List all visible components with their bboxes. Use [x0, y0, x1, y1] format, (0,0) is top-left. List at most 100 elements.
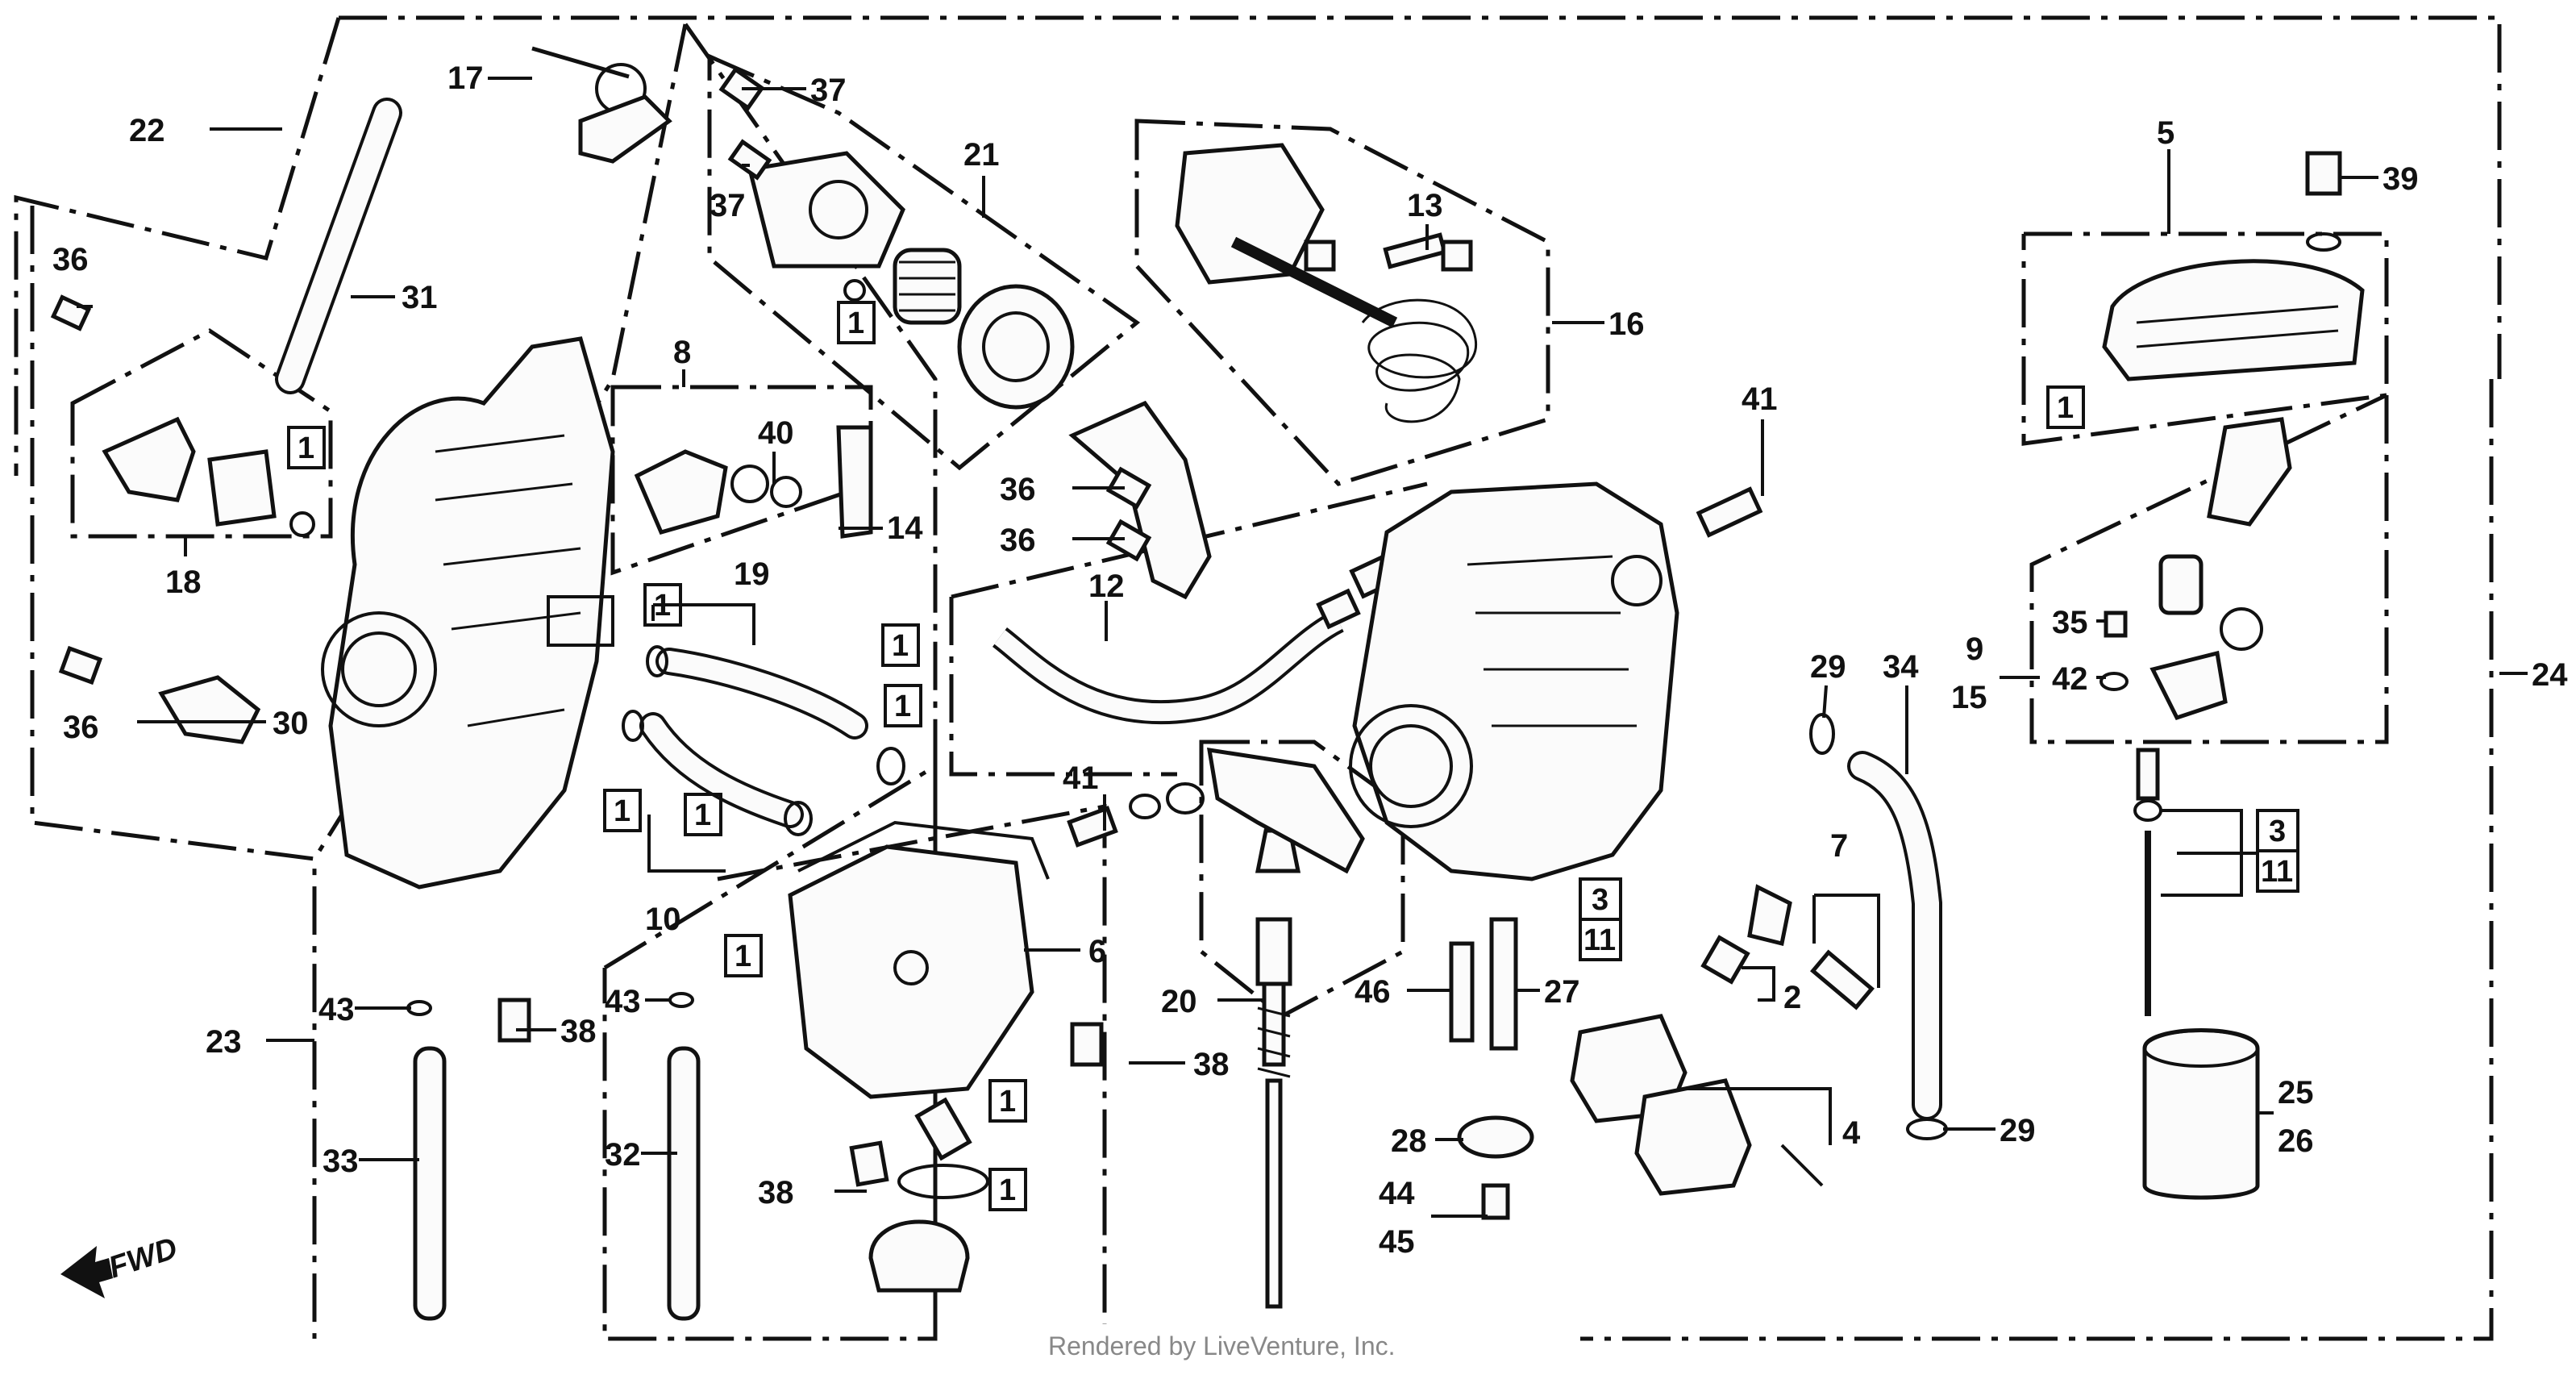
kit-box-1: 1 — [287, 426, 326, 469]
callout-36: 36 — [1000, 472, 1036, 507]
callout-39: 39 — [2382, 161, 2419, 197]
kit-box-1: 1 — [684, 793, 722, 836]
callout-25: 25 — [2278, 1075, 2314, 1110]
footer-credit: Rendered by LiveVenture, Inc. — [1048, 1331, 1396, 1360]
callout-37: 37 — [710, 188, 746, 223]
callout-10: 10 — [645, 902, 681, 937]
callout-36: 36 — [52, 242, 89, 277]
callout-23: 23 — [206, 1024, 242, 1060]
svg-text:1: 1 — [694, 798, 711, 832]
svg-text:1: 1 — [614, 794, 630, 828]
svg-text:1: 1 — [298, 431, 314, 465]
callout-31: 31 — [402, 280, 438, 315]
callout-38: 38 — [758, 1175, 794, 1210]
top-cover-5 — [2102, 151, 2365, 381]
fwd-label: FWD — [105, 1231, 181, 1285]
callout-12: 12 — [1088, 569, 1125, 604]
callout-16: 16 — [1608, 306, 1645, 342]
kit-box-1: 1 — [884, 684, 922, 727]
callout-18: 18 — [165, 565, 202, 600]
callout-43: 43 — [318, 992, 355, 1027]
kit-box-1: 1 — [837, 301, 876, 344]
kit-box-1: 1 — [724, 934, 763, 977]
callout-37: 37 — [810, 73, 847, 108]
kit-box-1: 1 — [643, 583, 682, 627]
callout-29: 29 — [2000, 1113, 2036, 1148]
svg-text:1: 1 — [847, 306, 864, 340]
parts-artwork — [50, 46, 2365, 1321]
callout-26: 26 — [2278, 1123, 2314, 1159]
callout-42: 42 — [2052, 661, 2088, 697]
callout-2: 2 — [1783, 980, 1801, 1015]
svg-text:3: 3 — [1592, 883, 1608, 917]
footer: Rendered by LiveVenture, Inc. — [1040, 1324, 1556, 1371]
kit-box-1: 1 — [881, 623, 920, 667]
leader-lines — [77, 77, 2528, 1218]
kit-box-11: 11 — [1579, 918, 1622, 961]
hoses-19-10 — [622, 645, 905, 836]
kit-box-3: 3 — [2256, 809, 2299, 852]
callout-8: 8 — [673, 335, 691, 370]
callout-36: 36 — [63, 710, 99, 745]
callout-labels: 17 22 31 36 18 36 30 8 40 14 19 10 37 37… — [52, 60, 2568, 1260]
callout-30: 30 — [273, 706, 309, 741]
callout-38: 38 — [560, 1014, 597, 1049]
svg-text:1: 1 — [894, 690, 911, 723]
callout-19: 19 — [734, 556, 770, 592]
throttle-stop-36 — [1068, 400, 1212, 600]
diaphragm-cover-21 — [718, 66, 1075, 410]
callout-9: 9 — [1966, 631, 1983, 667]
callout-7: 7 — [1830, 828, 1848, 864]
callout-24: 24 — [2532, 657, 2568, 693]
callout-27: 27 — [1544, 974, 1580, 1010]
callout-13: 13 — [1407, 188, 1443, 223]
fwd-arrow-icon — [60, 1246, 113, 1298]
jet-needle-20 — [1206, 748, 1365, 1309]
float-4 — [1570, 1014, 1824, 1196]
callout-4: 4 — [1842, 1115, 1861, 1151]
callout-21: 21 — [963, 137, 1000, 173]
choke-linkage-9-15 — [2100, 417, 2292, 721]
svg-text:1: 1 — [2057, 391, 2074, 425]
callout-44: 44 — [1379, 1176, 1415, 1211]
callout-45: 45 — [1379, 1224, 1415, 1260]
drain-tube-34 — [1847, 751, 1942, 1120]
callout-35: 35 — [2052, 605, 2088, 640]
callout-43: 43 — [605, 984, 641, 1019]
callout-17: 17 — [447, 60, 484, 96]
callout-22: 22 — [129, 113, 165, 148]
callout-28: 28 — [1391, 1123, 1427, 1159]
linkage-spring-16 — [1175, 143, 1477, 423]
carburetor-right-body — [1349, 481, 1679, 881]
callout-34: 34 — [1883, 649, 1919, 685]
svg-text:1: 1 — [999, 1085, 1016, 1119]
svg-text:11: 11 — [1583, 923, 1616, 957]
callout-36: 36 — [1000, 523, 1036, 558]
callout-5: 5 — [2157, 115, 2174, 151]
svg-text:1: 1 — [999, 1173, 1016, 1207]
choke-parts-8 — [634, 425, 873, 539]
callout-38: 38 — [1193, 1047, 1230, 1082]
svg-text:1: 1 — [892, 629, 909, 663]
kit-box-3: 3 — [1579, 877, 1622, 921]
float-bowl-6 — [788, 820, 1050, 1293]
callout-40: 40 — [758, 415, 794, 451]
kit-reference-boxes: 1 1 1 1 1 1 1 1 1 1 3 11 3 11 1 — [287, 301, 2299, 1211]
kit-box-11: 11 — [2256, 849, 2299, 893]
kit-box-1: 1 — [2046, 385, 2085, 429]
kit-box-1: 1 — [603, 789, 642, 832]
callout-29: 29 — [1810, 649, 1846, 685]
callout-20: 20 — [1161, 984, 1197, 1019]
carburetor-left-body — [321, 336, 615, 890]
callout-41: 41 — [1742, 381, 1778, 417]
svg-text:11: 11 — [2261, 855, 2293, 889]
bracket-18 — [102, 416, 315, 537]
kit-box-1: 1 — [988, 1079, 1027, 1123]
callout-46: 46 — [1355, 974, 1391, 1010]
forward-direction-arrow: FWD — [60, 1231, 181, 1298]
callout-14: 14 — [887, 510, 923, 546]
kit-box-1: 1 — [988, 1168, 1027, 1211]
callout-33: 33 — [323, 1144, 359, 1179]
